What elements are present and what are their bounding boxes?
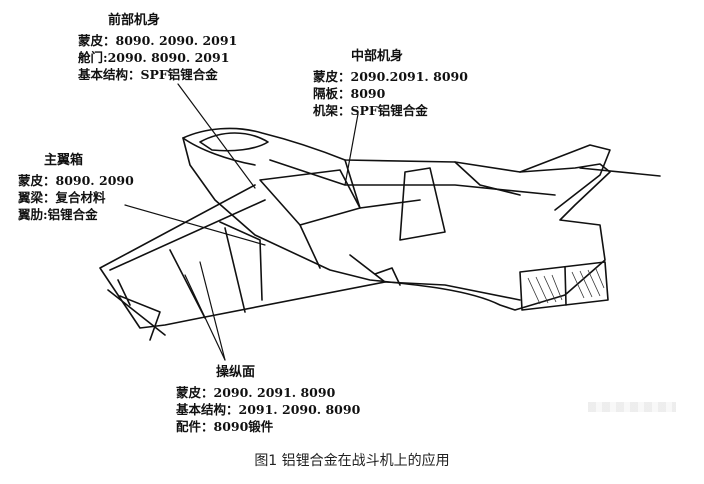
label-wingbox-line-3: 翼肋:铝锂合金 [18, 207, 98, 222]
label-mid-line-2: 隔板：8090 [313, 86, 386, 101]
label-mid-line-1: 蒙皮：2090.2091. 8090 [313, 69, 468, 84]
wing-leading-edge [109, 199, 266, 271]
leader-control-2 [184, 274, 226, 361]
fuselage-frame-2 [299, 224, 321, 269]
label-control-title: 操纵面 [216, 365, 256, 380]
label-wingbox-line-2: 翼梁：复合材料 [18, 190, 106, 205]
wing-rib-1 [169, 249, 206, 319]
label-front-fuselage: 前部机身 蒙皮：8090. 2090. 2091 舱门:2090. 8090. … [78, 12, 237, 83]
label-wingbox-line-1: 蒙皮：8090. 2090 [18, 173, 134, 188]
label-control-line-1: 蒙皮：2090. 2091. 8090 [176, 385, 336, 400]
rear-underside [384, 281, 521, 301]
wing-panel-line [219, 221, 263, 301]
nose-line [182, 137, 256, 166]
leader-control-1 [199, 261, 226, 361]
leader-front [177, 83, 256, 189]
fuselage-frame-3 [344, 159, 421, 209]
blurred-watermark [588, 402, 676, 412]
label-wingbox-title: 主翼箱 [44, 153, 84, 168]
label-front-line-2: 舱门:2090. 8090. 2091 [78, 50, 230, 65]
fuselage-frame-1 [259, 169, 361, 226]
engine-exhaust [519, 261, 609, 311]
label-mid-title: 中部机身 [351, 49, 404, 64]
leader-mid [344, 113, 359, 186]
leader-wingbox [124, 204, 266, 246]
fuselage-outline [182, 127, 611, 311]
wingtip-missile [107, 279, 166, 341]
label-front-title: 前部机身 [108, 13, 161, 28]
fuselage-top-line [269, 159, 556, 196]
figure-caption: 图1 铝锂合金在战斗机上的应用 [254, 453, 450, 469]
label-control-line-2: 基本结构：2091. 2090. 8090 [176, 402, 361, 417]
label-front-line-1: 蒙皮：8090. 2090. 2091 [78, 33, 238, 48]
vertical-tail [399, 167, 446, 241]
label-main-wingbox: 主翼箱 蒙皮：8090. 2090 翼梁：复合材料 翼肋:铝锂合金 [18, 152, 134, 223]
label-front-line-3: 基本结构：SPF铝锂合金 [78, 67, 218, 82]
right-stabilizer [519, 144, 611, 211]
label-mid-fuselage: 中部机身 蒙皮：2090.2091. 8090 隔板：8090 机架：SPF铝锂… [313, 48, 468, 119]
label-control-line-3: 配件：8090锻件 [176, 419, 274, 434]
label-control-surface: 操纵面 蒙皮：2090. 2091. 8090 基本结构：2091. 2090.… [176, 364, 360, 435]
right-missile [579, 167, 661, 177]
cockpit-canopy [199, 132, 269, 152]
exhaust-hatch [527, 268, 605, 305]
label-mid-line-3: 机架：SPF铝锂合金 [313, 103, 428, 118]
main-wing [99, 184, 386, 329]
wing-rib-2 [224, 227, 246, 313]
wing-root-tab [374, 267, 401, 286]
exhaust-divider [564, 266, 567, 306]
right-wing [454, 161, 521, 196]
